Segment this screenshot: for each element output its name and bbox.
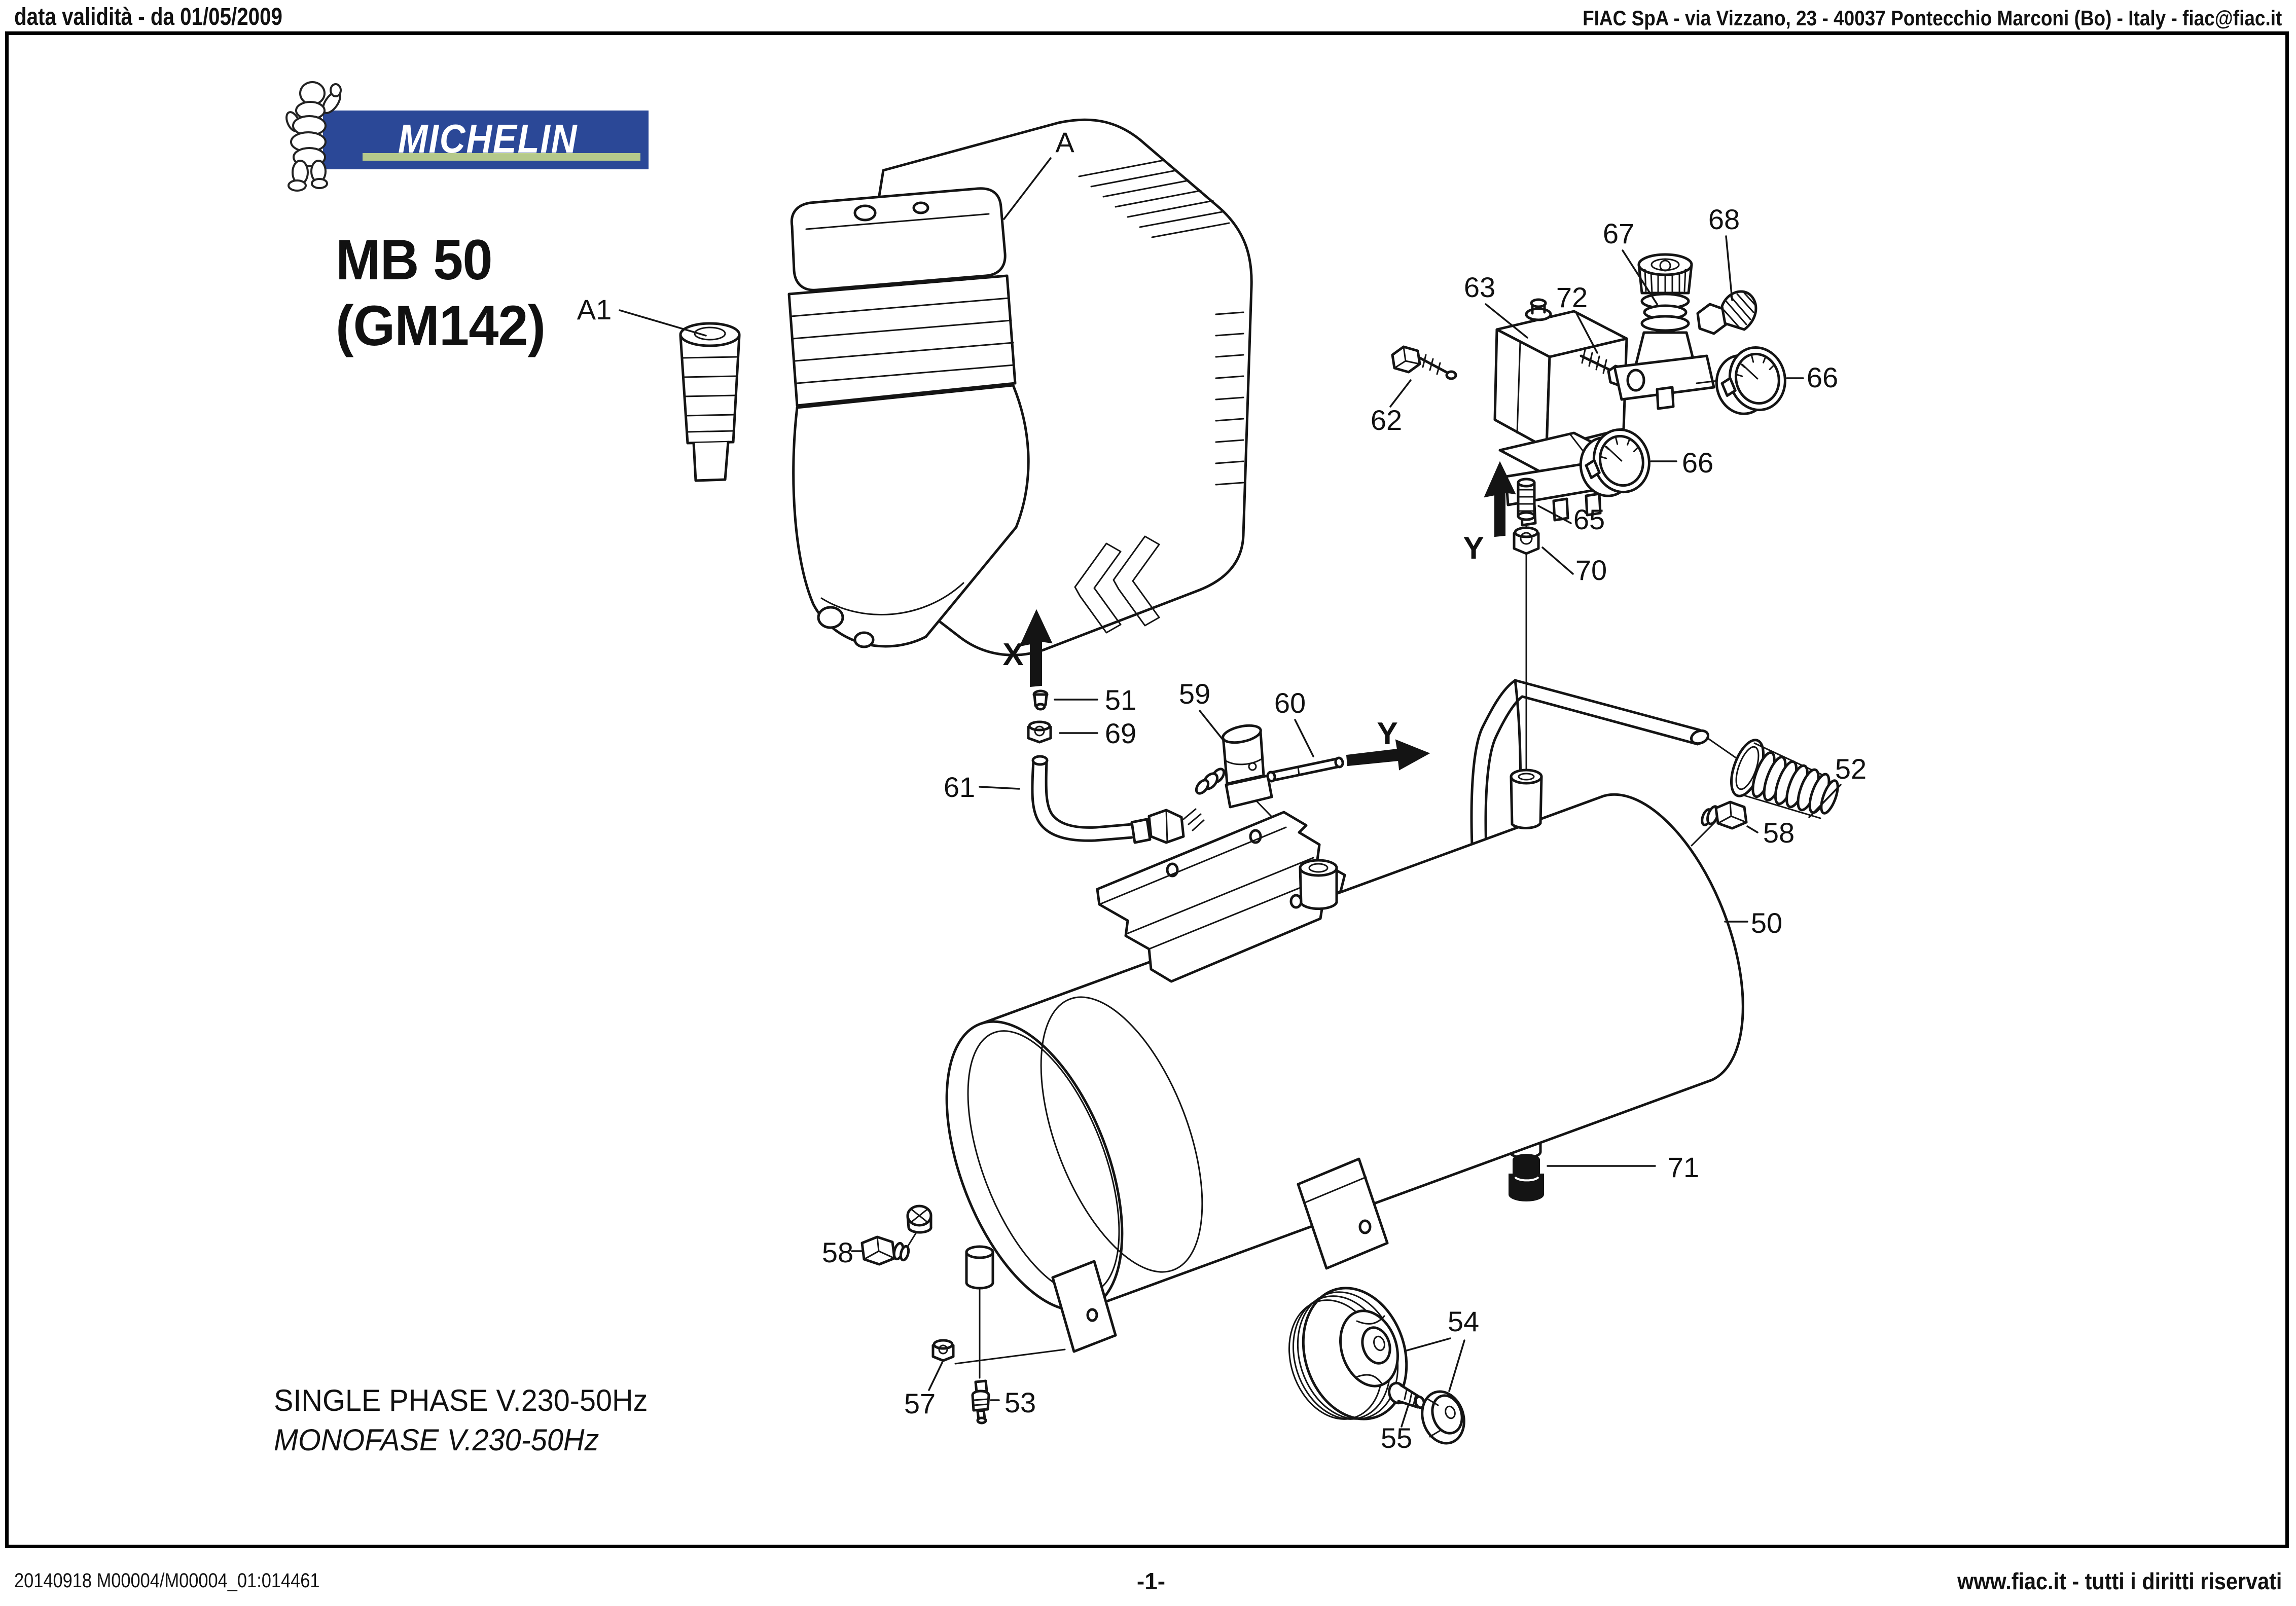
leader-line <box>1406 1337 1451 1352</box>
page-border-frame <box>5 31 2289 1548</box>
axle-bracket-right <box>1297 1157 1389 1270</box>
part-label: 57 <box>904 1388 936 1419</box>
leader-line <box>1199 710 1225 742</box>
x-direction-arrow <box>1019 609 1053 687</box>
part-label: A <box>1055 126 1074 158</box>
air-filter-a1 <box>679 322 741 482</box>
part-label: 62 <box>1371 404 1402 436</box>
leader-line <box>1725 235 1733 301</box>
part-label: 54 <box>1448 1305 1479 1337</box>
part-label: 52 <box>1835 753 1867 785</box>
part-label: Y <box>1463 531 1484 566</box>
part-label: 69 <box>1105 717 1136 749</box>
phase-note-en: SINGLE PHASE V.230-50Hz <box>274 1383 648 1417</box>
part-label: 58 <box>1763 817 1795 849</box>
leader-line <box>928 1362 943 1391</box>
cap-nut <box>906 1204 932 1234</box>
part-label: 71 <box>1668 1151 1699 1183</box>
part-label: 53 <box>1005 1386 1036 1418</box>
nut-69 <box>1027 720 1052 744</box>
leader-line <box>1485 303 1528 339</box>
y-direction-arrow-up <box>1484 461 1516 537</box>
document-code-footer: 20140918 M00004/M00004_01:014461 <box>14 1570 320 1592</box>
nut-57 <box>931 1339 955 1362</box>
plug-68 <box>1696 290 1757 335</box>
model-title: MB 50 <box>336 228 493 291</box>
nut-70 <box>1513 526 1540 555</box>
logo-wordmark: MICHELIN <box>398 116 578 161</box>
part-label: A1 <box>577 294 612 325</box>
validity-date-header: data validità - da 01/05/2009 <box>14 4 282 30</box>
leg-front <box>965 1245 994 1290</box>
pin-60 <box>1266 756 1344 783</box>
part-label: 55 <box>1381 1422 1412 1454</box>
leader-line <box>1003 157 1052 220</box>
plug-58-left <box>860 1235 910 1266</box>
grip-52 <box>1730 739 1839 819</box>
y-direction-arrow-right <box>1346 739 1430 771</box>
part-label: 60 <box>1274 687 1306 719</box>
part-label: 66 <box>1807 361 1838 393</box>
tank-port-boss <box>1510 769 1543 829</box>
leader-line <box>1808 784 1842 818</box>
part-label: 61 <box>944 771 975 803</box>
tank-50 <box>945 793 1744 1312</box>
gauge-66-lower <box>1569 428 1651 497</box>
michelin-logo: MICHELIN <box>323 111 649 169</box>
model-code: (GM142) <box>336 294 546 357</box>
leader-line <box>1294 719 1314 757</box>
drain-valve-53 <box>971 1379 990 1425</box>
part-label: 59 <box>1179 678 1210 710</box>
axle-bolt-55 <box>1388 1381 1425 1409</box>
part-label: 58 <box>822 1236 853 1268</box>
part-label: 63 <box>1464 271 1495 303</box>
safety-valve-boss <box>1299 859 1338 910</box>
leader-line <box>1576 313 1598 354</box>
leader-line <box>979 786 1020 790</box>
leader-line <box>1537 505 1572 524</box>
company-address-header: FIAC SpA - via Vizzano, 23 - 40037 Ponte… <box>1582 6 2282 30</box>
leader-line <box>1401 1403 1410 1428</box>
part-label: 68 <box>1708 203 1740 235</box>
part-label: 51 <box>1105 684 1136 716</box>
gauge-66-upper <box>1696 346 1786 415</box>
fitting-65 <box>1517 478 1536 521</box>
part-label: Y <box>1377 716 1397 751</box>
michelin-man-icon <box>285 81 342 192</box>
part-label: 72 <box>1556 281 1588 313</box>
part-label: X <box>1002 637 1023 672</box>
regulator-67 <box>1613 253 1715 410</box>
leader-line <box>1746 825 1759 833</box>
logo-stripe <box>363 153 640 161</box>
part-label: 65 <box>1573 503 1605 535</box>
foot-71 <box>1509 1154 1544 1201</box>
part-label: 50 <box>1751 907 1782 939</box>
leader-line <box>619 309 707 337</box>
pipe-61 <box>1031 755 1205 844</box>
axle-bracket-left <box>1051 1260 1117 1353</box>
wheel <box>1288 1287 1408 1420</box>
page-number: -1- <box>1136 1568 1166 1594</box>
check-valve-59 <box>1195 724 1273 809</box>
part-label: 67 <box>1603 217 1634 249</box>
part-label: 66 <box>1682 447 1713 479</box>
phase-note-it: MONOFASE V.230-50Hz <box>274 1423 599 1457</box>
plug-58-right <box>1701 800 1748 830</box>
handle-tube <box>1470 679 1709 863</box>
screw-51 <box>1032 689 1049 711</box>
leader-line <box>1389 379 1412 408</box>
leader-line <box>1448 1339 1465 1392</box>
hubcap-54 <box>1421 1390 1465 1445</box>
copyright-footer: www.fiac.it - tutti i diritti riservati <box>1957 1568 2282 1594</box>
part-label: 70 <box>1575 554 1607 586</box>
pump-unit <box>679 118 1253 656</box>
leader-line <box>1622 249 1658 305</box>
leader-line <box>1541 546 1574 575</box>
fitting-62 <box>1391 345 1457 380</box>
